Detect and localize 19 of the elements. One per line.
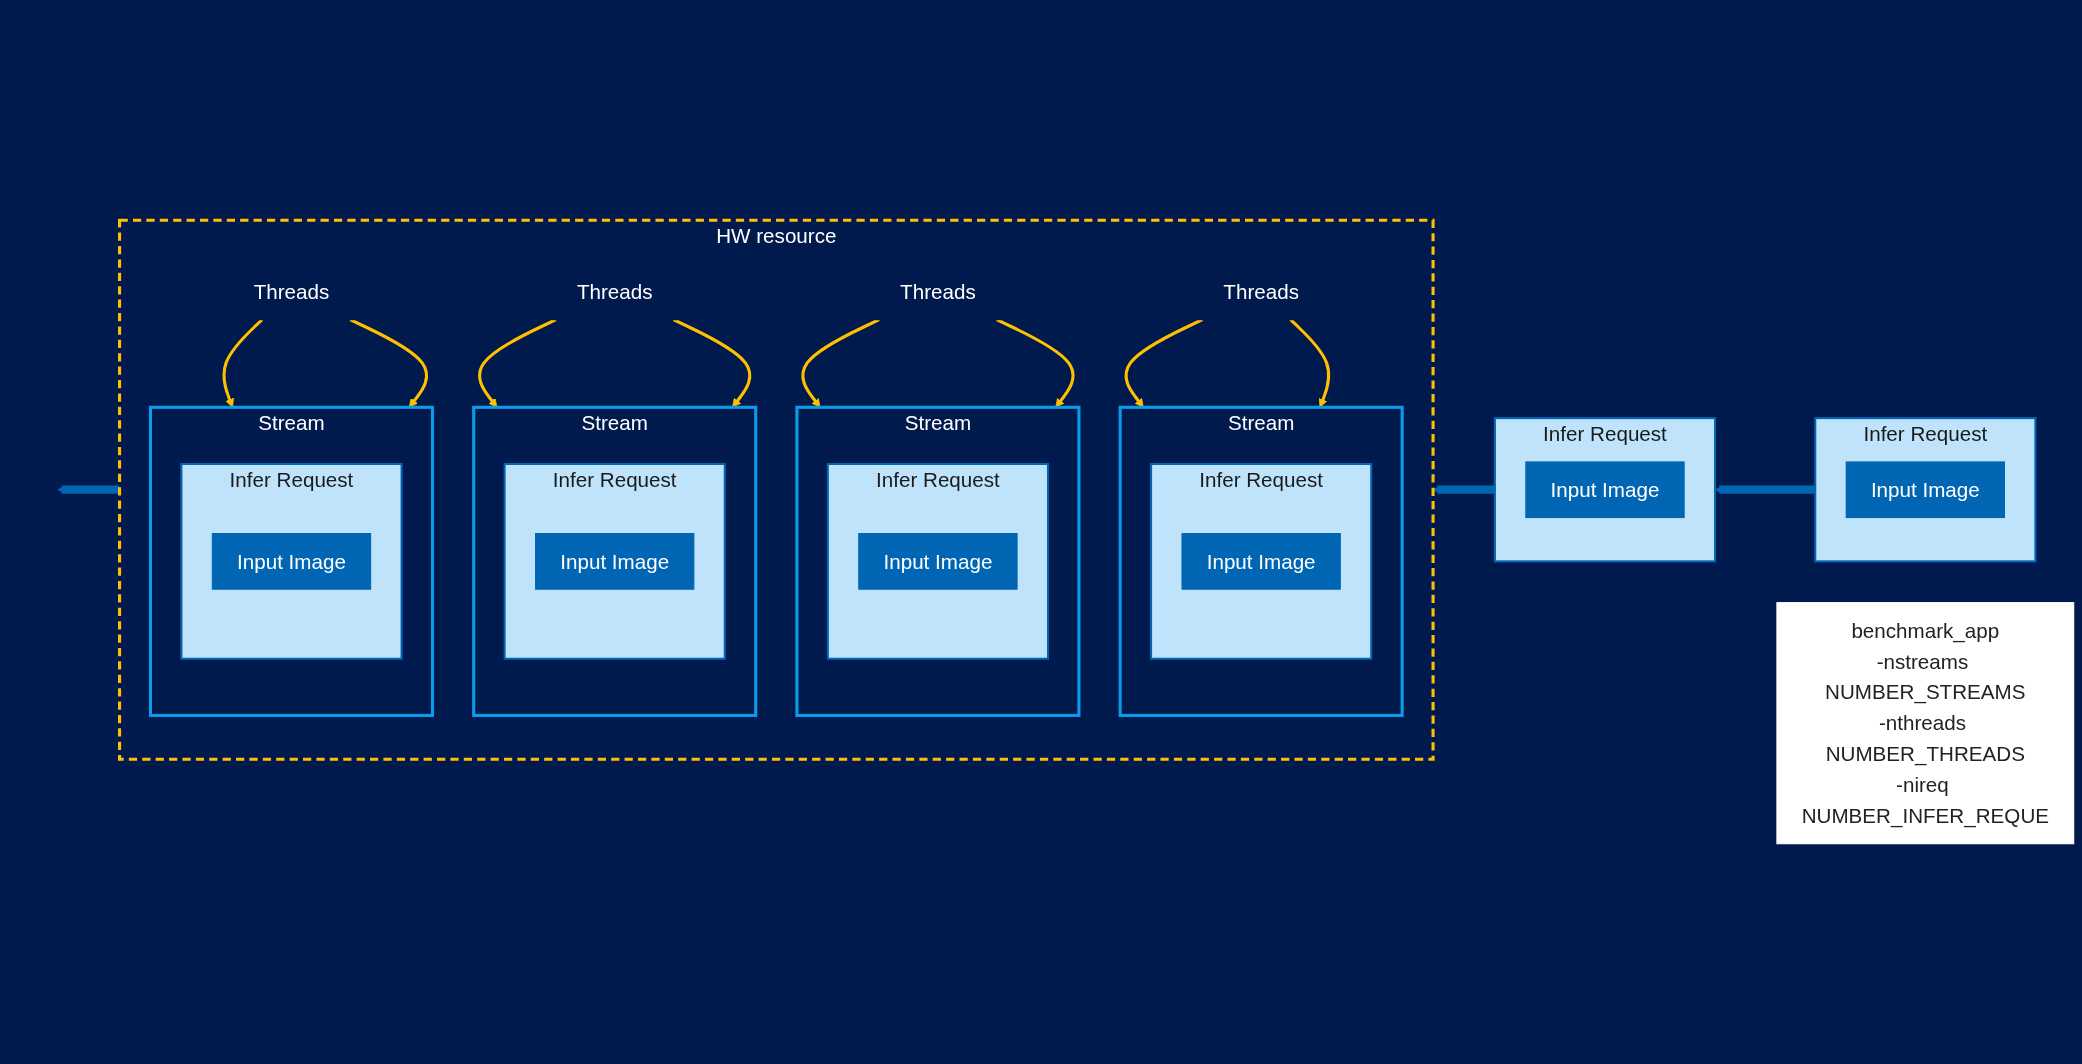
arrow (672, 318, 752, 408)
node-box: benchmark_app -nstreams NUMBER_STREAMS -nthreads NUMBER_THREADS -nireq NUMBER_INFER_REQUE (1776, 602, 2075, 845)
node-box: Input Image (211, 533, 372, 590)
node-box: Input Image (1181, 533, 1341, 590)
arrow (349, 318, 429, 408)
node-box: Input Image (858, 533, 1018, 590)
arrow (478, 318, 557, 408)
node-text: Threads (900, 280, 976, 304)
node-text: Threads (576, 280, 653, 304)
node-box: Input Image (535, 533, 695, 590)
arrow (1124, 318, 1204, 408)
node-text: Threads (253, 280, 330, 304)
arrow (222, 318, 264, 408)
node-box: Input Image (1845, 461, 2005, 519)
arrow (801, 318, 880, 408)
arrow (996, 318, 1075, 408)
arrow (1289, 318, 1331, 408)
node-box: Input Image (1525, 461, 1685, 519)
node-text: Threads (1223, 280, 1299, 304)
